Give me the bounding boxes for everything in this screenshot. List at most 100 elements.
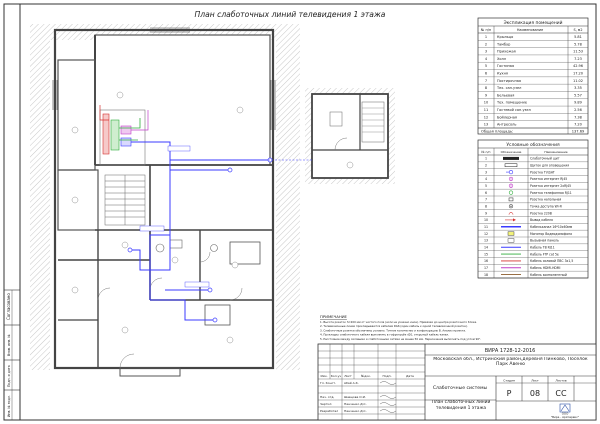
explication-cell: Бельевая xyxy=(497,93,514,97)
explication-header: Экспликация помещений xyxy=(504,19,563,26)
explication-cell: 12 xyxy=(484,115,488,119)
stamp-head-3: №док. xyxy=(361,374,371,378)
explication-cell: 7.23 xyxy=(574,57,582,61)
side-stamp-label-0: Согласовано xyxy=(6,293,11,320)
stamp-head-5: Дата xyxy=(406,374,414,378)
inner-frame xyxy=(19,3,597,421)
legend-label: Кабель компонентный xyxy=(530,273,567,277)
legend-number: 14 xyxy=(484,245,488,249)
legend-symbol-icon xyxy=(507,231,515,236)
legend-symbol-icon xyxy=(508,204,514,209)
stamp-stage-value: Р xyxy=(507,389,512,398)
legend-number: 16 xyxy=(484,259,488,263)
legend-number: 1 xyxy=(485,157,487,161)
stamp-name-3: Панченко Д.С. xyxy=(344,409,367,413)
explication-cell: Постирочная xyxy=(497,79,521,83)
explication-table: Экспликация помещений № п/п Наименование… xyxy=(477,17,589,135)
explication-cell: 5.57 xyxy=(574,93,582,97)
stamp-name-0: Абай А.К. xyxy=(344,381,359,385)
stamp-sheet-title-wrap: План слаботочных линий телевидения 1 эта… xyxy=(432,400,491,411)
note-line: 4. Прокладку слаботочного кабеля выполня… xyxy=(320,333,449,337)
legend-col-name: Наименование xyxy=(544,150,567,154)
stamp-sheet-value: 08 xyxy=(530,389,540,398)
legend-number: 5 xyxy=(485,184,487,188)
explication-cell: Гостевой сан.узел xyxy=(497,108,531,112)
stamp-role-2: Чертил xyxy=(320,402,332,406)
legend-number: 9 xyxy=(485,211,487,215)
legend-label: Щиток для оповещения xyxy=(530,163,569,167)
side-stamp-label-3: Инв. № подл. xyxy=(7,395,11,417)
legend-number: 2 xyxy=(485,163,487,167)
legend-number: 10 xyxy=(484,218,488,222)
legend-symbol-icon xyxy=(508,183,514,188)
legend-label: Вызывная панель xyxy=(530,239,559,243)
legend-symbol-icon xyxy=(505,218,516,222)
legend-number: 11 xyxy=(484,225,488,229)
legend-symbol-icon xyxy=(506,169,514,175)
legend-label: Розетка интернет 2xRJ45 xyxy=(530,184,571,188)
explication-cell: 11.02 xyxy=(573,79,583,83)
legend-col-no: № п/п xyxy=(481,150,490,154)
stamp-head-1: Кол.уч xyxy=(331,374,342,378)
explication-cell: Бойлерная xyxy=(497,115,517,119)
explication-cell: 2.56 xyxy=(574,108,582,112)
stamp-role-1: Нач. отд. xyxy=(320,395,334,399)
explication-cell: Прихожая xyxy=(497,50,516,54)
explication-cell: Кухня xyxy=(497,71,508,75)
legend-symbol-icon xyxy=(503,156,519,160)
explication-cell: 7.38 xyxy=(574,115,582,119)
legend-label: Вывод кабеля xyxy=(530,218,553,222)
explication-cell: Тех. помещение xyxy=(496,101,527,105)
explication-cell: Крыльцо xyxy=(497,35,513,39)
stamp-sheets-value: СС xyxy=(555,389,567,398)
legend-number: 7 xyxy=(485,198,487,202)
legend-label: Розетка интернет RJ45 xyxy=(530,177,567,181)
explication-cell: 11 xyxy=(484,108,488,112)
explication-cell: 7 xyxy=(485,79,487,83)
stamp-head-0: Изм. xyxy=(320,374,327,378)
stamp-role-0: Гл. Конст. xyxy=(320,381,336,385)
legend-label: Точка доступа Wi-Fi xyxy=(529,204,562,208)
legend-label: Розетка напольная xyxy=(530,198,561,202)
stamp-sheets-label: Листов xyxy=(555,379,566,383)
legend-table: Условные обозначения № п/п Обозначение Н… xyxy=(477,139,589,279)
explication-cell: Тех. сан.узел xyxy=(496,86,521,90)
explication-cell: 5.81 xyxy=(574,35,582,39)
legend-number: 8 xyxy=(485,204,487,208)
legend-label: Кабель FTP cat 5e xyxy=(530,252,559,256)
explication-col-no: № п/п xyxy=(481,28,491,32)
legend-label: Розетка TV/SAT xyxy=(530,170,555,174)
floor-plan-attic xyxy=(170,88,395,184)
explication-total-label: Общая площадь: xyxy=(481,130,513,134)
legend-label: Кабель силовой ПВС 3x1,5 xyxy=(530,259,573,263)
explication-cell: 3.35 xyxy=(574,86,582,90)
note-line: 1. Высота розеток h=200 мм от чистого по… xyxy=(320,320,477,324)
stamp-stage-label: Стадия xyxy=(503,379,515,383)
explication-cell: 7.20 xyxy=(574,123,582,127)
explication-col-area: S, м2 xyxy=(573,28,582,32)
legend-label: Розетка 220В xyxy=(530,211,552,215)
stamp-code: ВИРА 1728-12-2016 xyxy=(485,348,536,354)
explication-col-name: Наименование xyxy=(517,28,543,32)
legend-number: 12 xyxy=(484,232,488,236)
legend-number: 18 xyxy=(484,273,488,277)
legend-symbol-icon xyxy=(504,163,518,167)
legend-number: 17 xyxy=(484,266,488,270)
side-stamp-label-2: Подп. и дата xyxy=(7,365,11,387)
notes-header: ПРИМЕЧАНИЕ xyxy=(320,314,348,319)
legend-number: 3 xyxy=(485,170,487,174)
stamp-section: Слаботочные системы xyxy=(433,385,488,391)
side-stamp-label-1: Взам. инв. № xyxy=(7,334,11,356)
legend-number: 4 xyxy=(485,177,487,181)
explication-cell: 2 xyxy=(485,42,487,46)
explication-cell: 9.89 xyxy=(574,101,582,105)
explication-cell: 42.96 xyxy=(573,64,583,68)
explication-cell: 6 xyxy=(485,71,487,75)
side-stamp: Согласовано Взам. инв. № Подп. и дата Ин… xyxy=(4,289,20,420)
legend-symbol-icon xyxy=(508,190,514,195)
explication-cell: 3 xyxy=(485,50,487,54)
stamp-head-4: Подп. xyxy=(382,374,391,378)
note-line: 3. Слаботочные розетки обозначены условн… xyxy=(320,328,466,332)
legend-label: Розетка телефонная RJ11 xyxy=(530,191,572,195)
stamp-address-wrap: Московская обл., Истринский район,деревн… xyxy=(433,357,587,367)
